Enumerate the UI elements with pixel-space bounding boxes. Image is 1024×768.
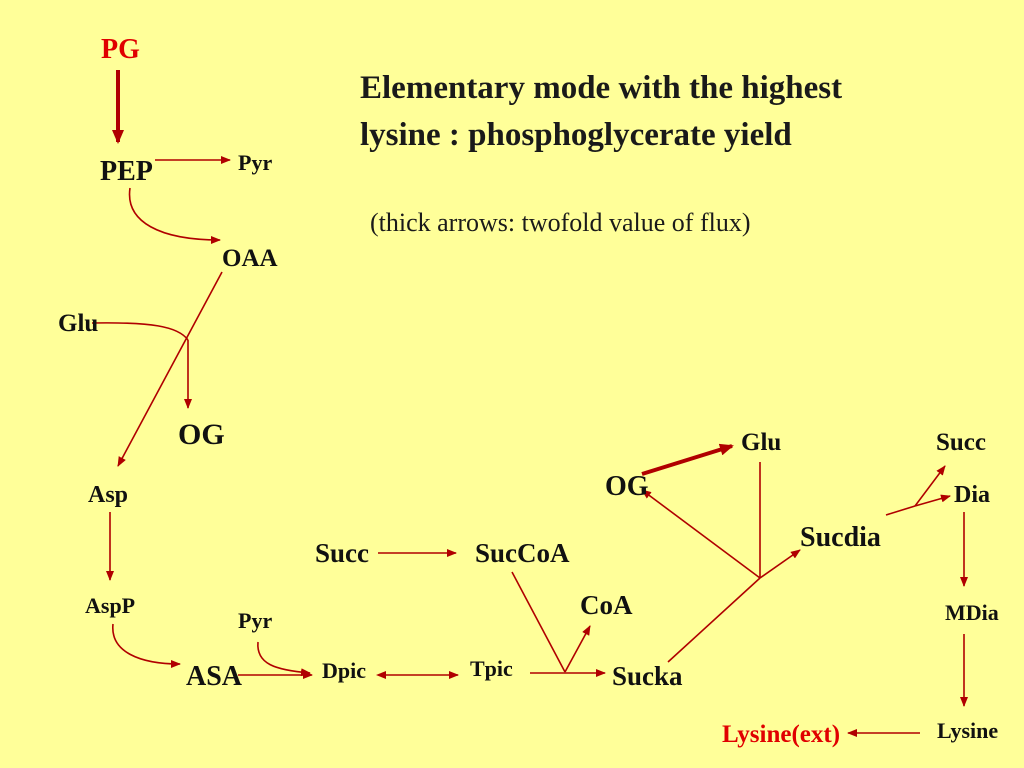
slide-title-line-1: Elementary mode with the highest (360, 70, 843, 106)
slide-subtitle: (thick arrows: twofold value of flux) (370, 208, 751, 237)
node-dpic: Dpic (322, 658, 366, 683)
node-pyr-top: Pyr (238, 150, 272, 175)
arrow-og-glu (641, 443, 734, 476)
node-coa: CoA (580, 590, 633, 620)
node-oaa: OAA (222, 245, 278, 272)
arrow-oaa-asp (117, 271, 223, 467)
node-pep: PEP (100, 156, 153, 187)
arrow-pyr-dpic (257, 641, 311, 677)
arrow-junction-dia (914, 494, 951, 507)
arrow-glu-junction (91, 322, 189, 341)
node-mdia: MDia (945, 600, 999, 625)
node-sucdia: Sucdia (800, 522, 881, 553)
slide-title-line-2: lysine : phosphoglycerate yield (360, 117, 792, 153)
arrow-sucdia-junction (885, 505, 916, 516)
node-tpic: Tpic (470, 656, 513, 681)
node-succ-right: Succ (936, 429, 986, 456)
node-pyr-mid: Pyr (238, 608, 272, 633)
node-aspp: AspP (85, 593, 135, 618)
node-succoa: SucCoA (475, 538, 570, 568)
node-lysine: Lysine (937, 718, 998, 743)
node-sucka: Sucka (612, 661, 683, 691)
node-og-left: OG (178, 418, 225, 451)
node-succ-mid: Succ (315, 538, 369, 568)
node-asa: ASA (186, 661, 243, 692)
arrow-sucka-junction (667, 577, 761, 663)
arrow-aspp-asa (112, 623, 181, 668)
node-asp: Asp (88, 482, 128, 508)
arrow-junction-sucdia (759, 549, 801, 579)
node-lysine-ext: Lysine(ext) (722, 721, 840, 748)
node-glu-right: Glu (741, 429, 781, 456)
arrow-succoa-junction (511, 571, 566, 673)
arrow-junction-og-right (641, 489, 761, 579)
node-og-right: OG (605, 471, 649, 502)
node-pg: PG (101, 34, 140, 65)
arrow-pep-oaa (128, 187, 221, 244)
node-dia: Dia (954, 482, 990, 508)
arrow-junction-succ (914, 465, 946, 507)
arrow-junction-coa (564, 625, 591, 673)
node-glu-left: Glu (58, 310, 98, 337)
